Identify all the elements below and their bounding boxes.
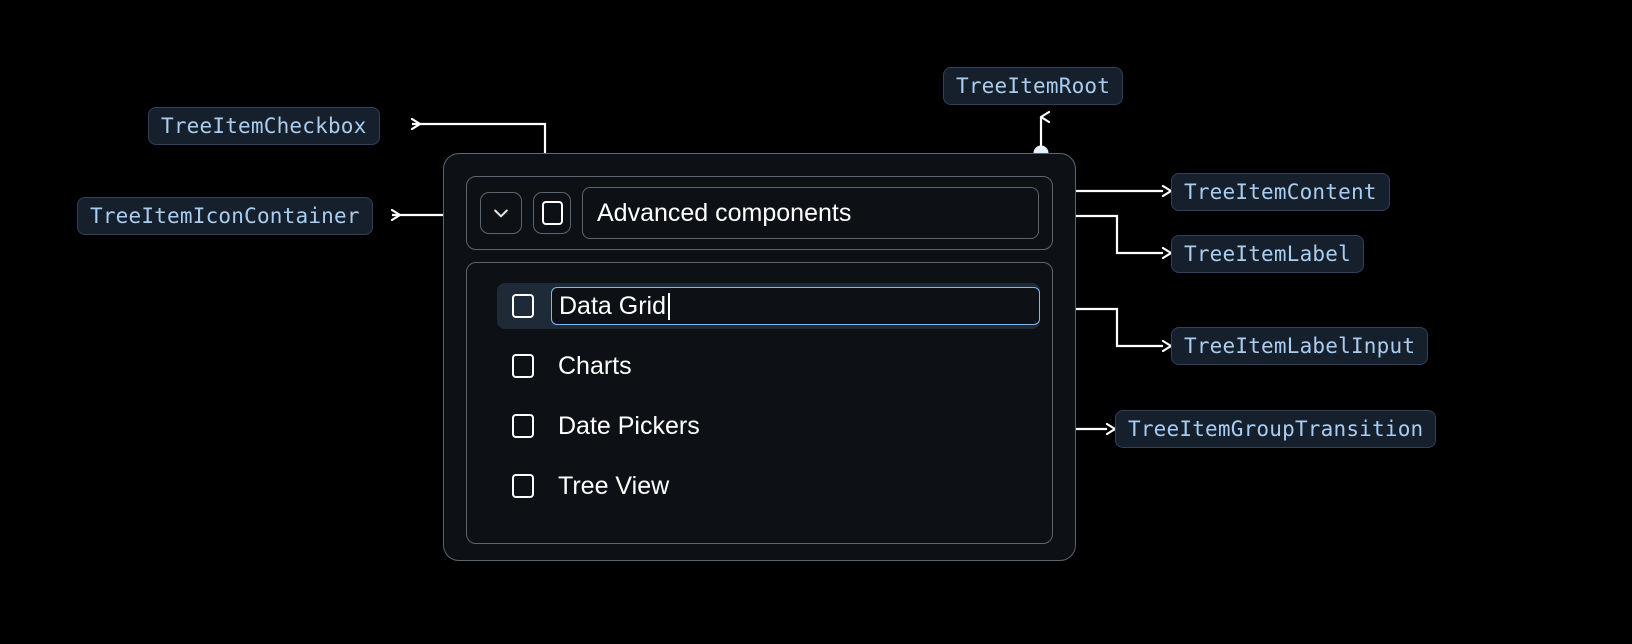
checkbox-box-icon[interactable] [512, 414, 534, 438]
tree-item-row-tree-view[interactable]: Tree View [497, 463, 1052, 509]
annotation-tree-item-group-transition: TreeItemGroupTransition [1115, 410, 1437, 448]
tree-item-label-text: Charts [558, 351, 632, 380]
annotation-tree-item-content: TreeItemContent [1171, 173, 1390, 211]
annotation-tree-item-label: TreeItemLabel [1171, 235, 1364, 273]
annotation-label: TreeItemRoot [956, 74, 1111, 98]
chevron-down-icon [494, 209, 508, 218]
tree-item-root: Advanced components Data Grid Charts Dat… [443, 153, 1076, 561]
annotation-label: TreeItemContent [1184, 180, 1377, 204]
tree-item-row-date-pickers[interactable]: Date Pickers [497, 403, 1052, 449]
checkbox-box-icon[interactable] [512, 294, 534, 318]
tree-item-label-input-value: Data Grid [559, 291, 666, 320]
tree-item-label-text: Date Pickers [558, 411, 700, 440]
tree-item-label-text: Advanced components [597, 198, 852, 227]
annotation-label: TreeItemIconContainer [90, 204, 360, 228]
tree-item-group-transition: Data Grid Charts Date Pickers Tree View [466, 262, 1053, 544]
tree-item-content[interactable]: Advanced components [466, 176, 1053, 250]
checkbox-box-icon[interactable] [512, 354, 534, 378]
text-caret [667, 292, 670, 320]
tree-item-row-charts[interactable]: Charts [497, 343, 1052, 389]
annotation-label: TreeItemLabelInput [1184, 334, 1416, 358]
annotation-tree-item-checkbox: TreeItemCheckbox [148, 107, 380, 145]
checkbox-box-icon[interactable] [512, 474, 534, 498]
annotation-label: TreeItemGroupTransition [1128, 417, 1424, 441]
tree-item-checkbox[interactable] [533, 192, 571, 234]
checkbox-box-icon [541, 201, 563, 225]
annotation-tree-item-root: TreeItemRoot [943, 67, 1124, 105]
tree-item-label[interactable]: Advanced components [582, 187, 1039, 239]
annotation-tree-item-label-input: TreeItemLabelInput [1171, 327, 1429, 365]
tree-item-icon-container[interactable] [480, 192, 522, 234]
annotation-label: TreeItemCheckbox [161, 114, 367, 138]
annotation-tree-item-icon-container: TreeItemIconContainer [77, 197, 373, 235]
annotation-label: TreeItemLabel [1184, 242, 1351, 266]
tree-item-label-input[interactable]: Data Grid [551, 287, 1040, 325]
tree-item-row-data-grid[interactable]: Data Grid [497, 283, 1040, 329]
tree-item-label-text: Tree View [558, 471, 670, 500]
